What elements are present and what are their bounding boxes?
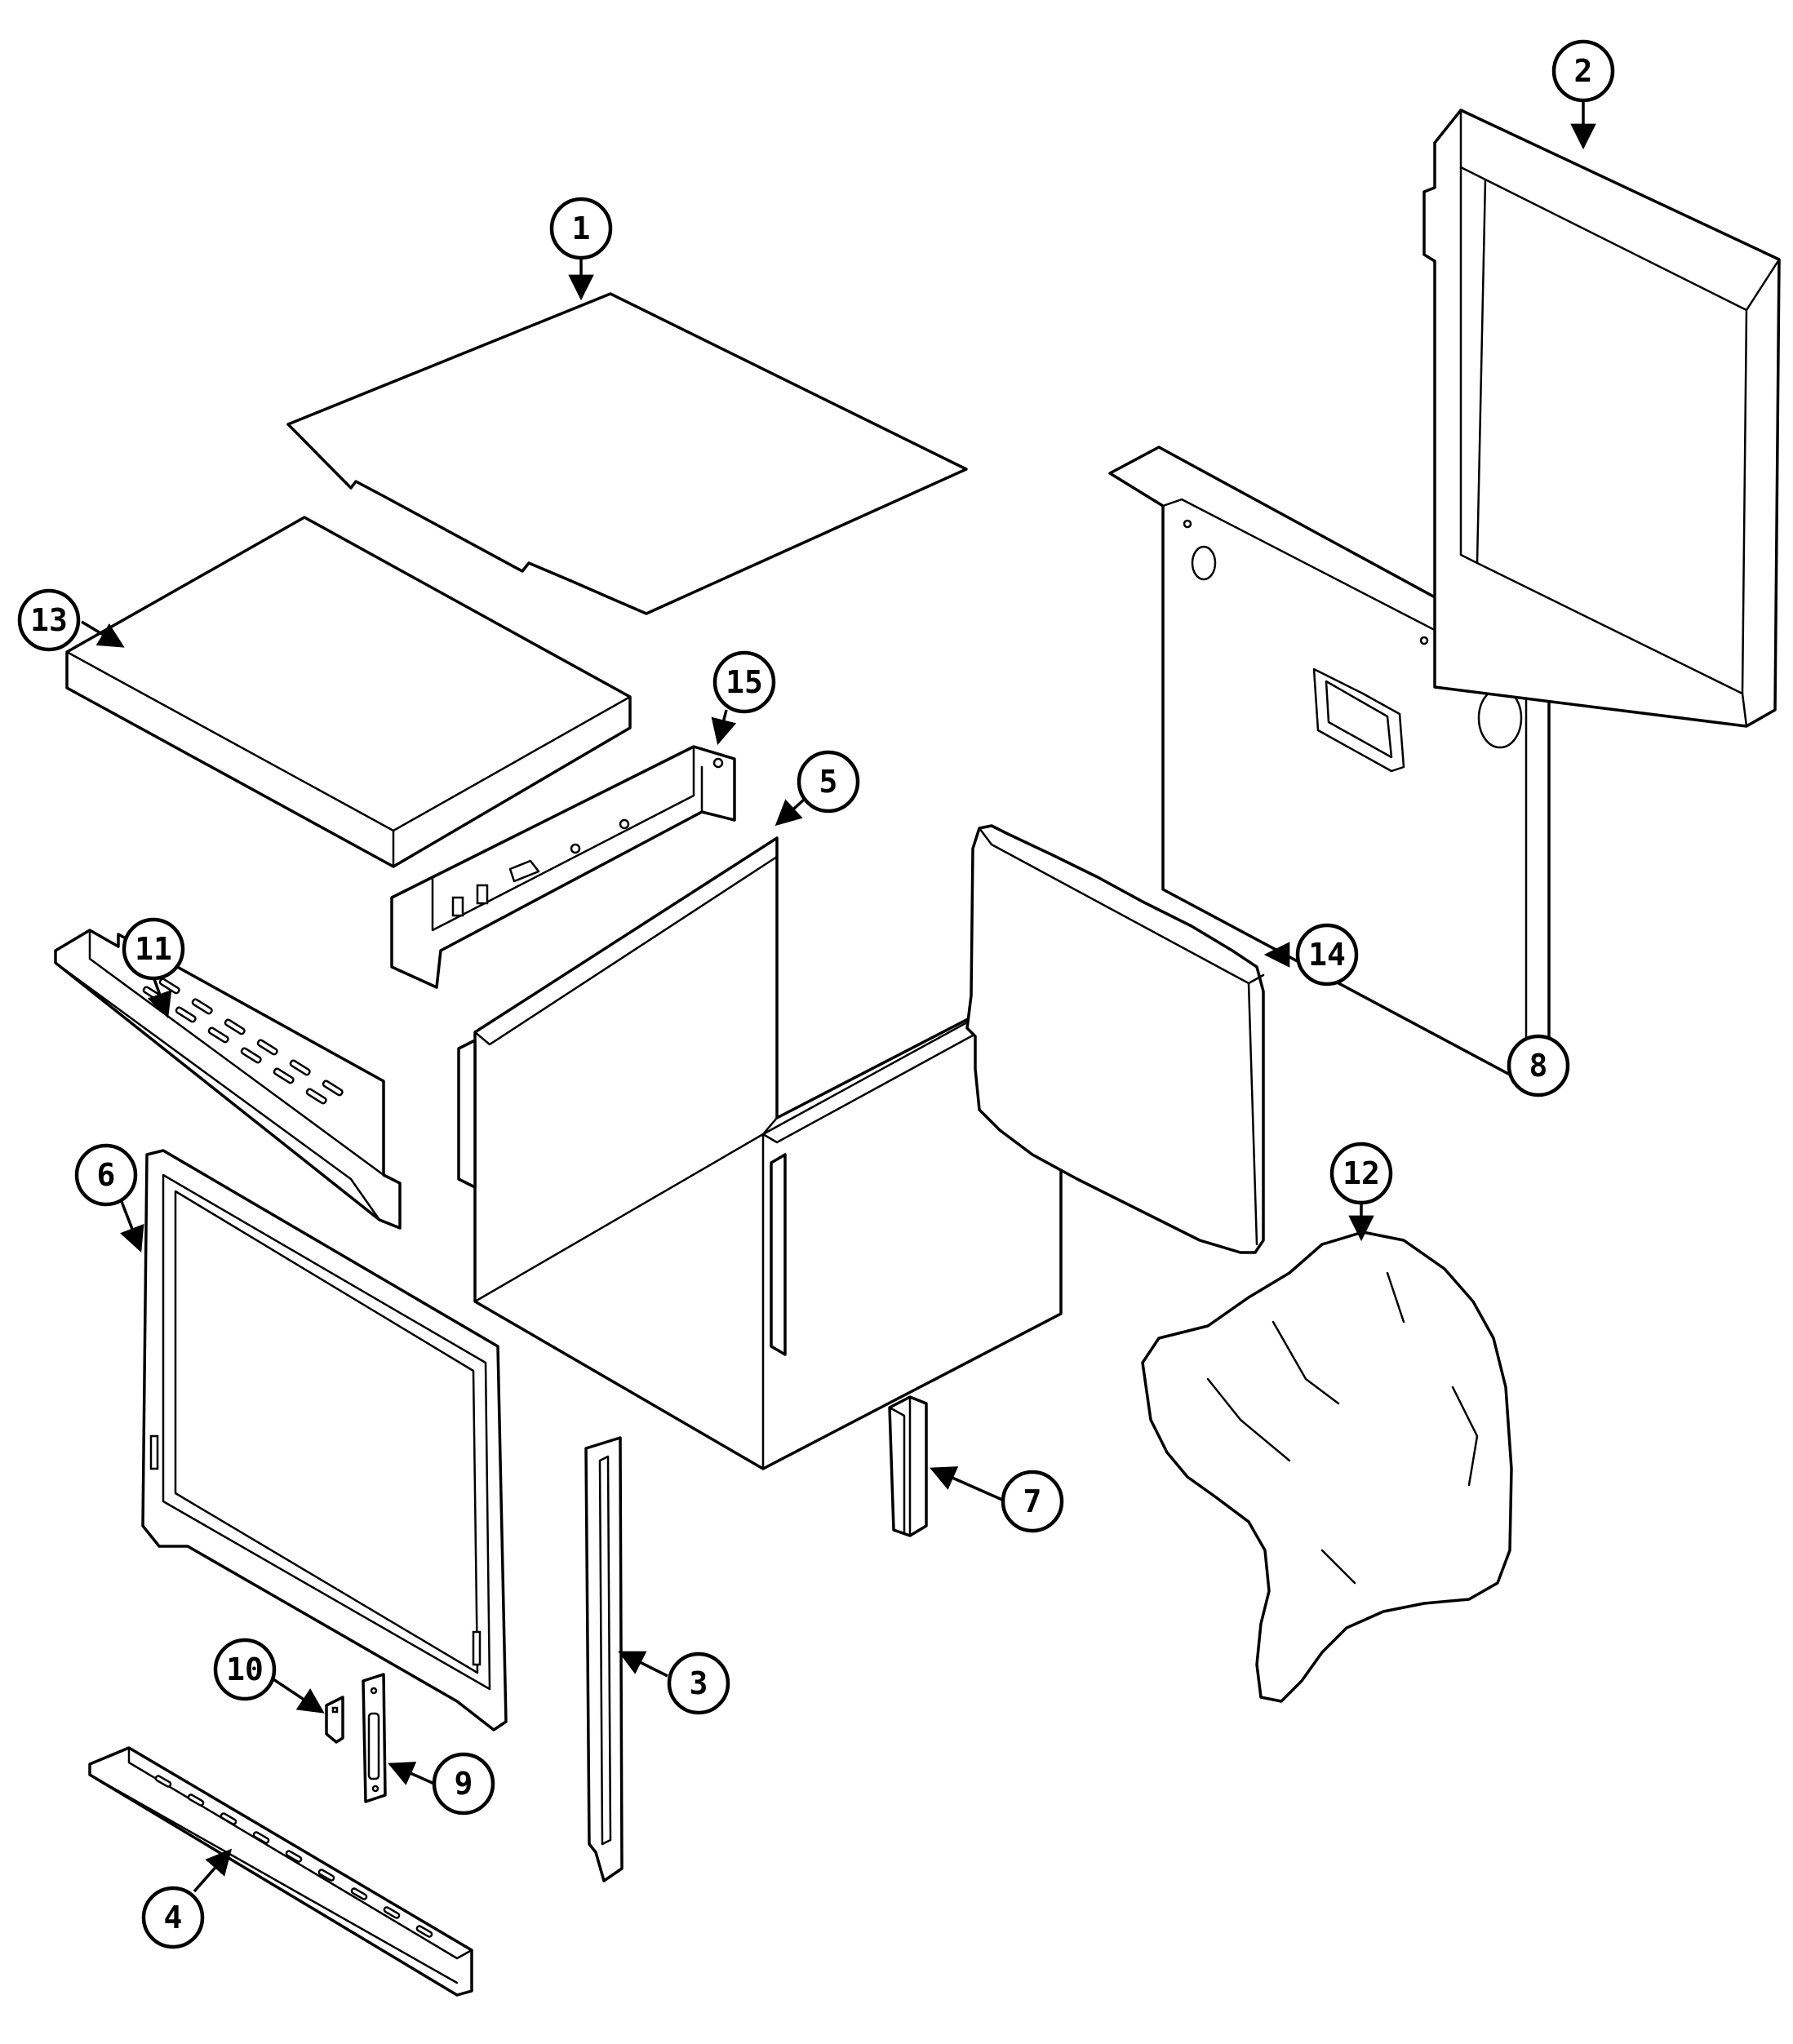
callout-1: 1: [549, 197, 613, 260]
svg-text:5: 5: [819, 764, 838, 800]
leader-5: [774, 798, 806, 827]
leader-15: [711, 709, 737, 746]
part-9-hinge-strip: [362, 1673, 387, 1803]
part-2-rear-frame: [1422, 109, 1781, 728]
part-13-insulation-block: [65, 516, 632, 868]
svg-text:10: 10: [226, 1652, 264, 1687]
svg-text:12: 12: [1343, 1155, 1380, 1191]
callout-14: 14: [1295, 923, 1359, 987]
svg-text:13: 13: [30, 602, 68, 638]
part-3-vertical-trim: [584, 1436, 624, 1882]
callout-9: 9: [432, 1752, 495, 1816]
svg-text:8: 8: [1529, 1048, 1548, 1084]
callout-12: 12: [1329, 1142, 1393, 1205]
callout-leaders: [81, 100, 1596, 1893]
part-10-clip: [325, 1696, 344, 1744]
part-15-bracket: [390, 745, 736, 989]
svg-text:1: 1: [572, 211, 591, 246]
svg-text:15: 15: [726, 664, 763, 700]
part-6-front-frame: [141, 1149, 508, 1731]
callout-5: 5: [797, 750, 860, 814]
callout-3: 3: [667, 1652, 730, 1715]
leader-9: [388, 1762, 435, 1785]
callout-13: 13: [17, 588, 81, 652]
callout-15: 15: [712, 650, 776, 714]
part-5-oven-box: [457, 836, 1063, 1470]
leader-3: [618, 1651, 668, 1678]
svg-text:7: 7: [1023, 1483, 1042, 1519]
callout-4: 4: [141, 1886, 205, 1949]
bottom-vent-slots: [154, 1775, 433, 1938]
part-1-top-panel: [286, 292, 968, 615]
leader-10: [270, 1676, 325, 1714]
svg-text:2: 2: [1574, 53, 1593, 89]
svg-text:9: 9: [455, 1766, 473, 1802]
callout-6: 6: [74, 1143, 138, 1207]
leader-6: [119, 1199, 144, 1253]
callout-2: 2: [1551, 39, 1615, 103]
callout-7: 7: [1001, 1470, 1064, 1533]
part-12-insulation-blanket: [1141, 1230, 1513, 1703]
svg-text:3: 3: [690, 1665, 708, 1701]
part-7-channel: [888, 1395, 928, 1537]
leader-13: [81, 620, 125, 648]
svg-text:14: 14: [1308, 937, 1346, 973]
part-14-insulation-pad: [965, 824, 1265, 1254]
svg-text:6: 6: [97, 1157, 116, 1193]
svg-text:4: 4: [164, 1900, 183, 1935]
callout-11: 11: [122, 917, 185, 981]
svg-text:11: 11: [135, 931, 172, 967]
callout-8: 8: [1507, 1034, 1570, 1097]
leader-4: [193, 1848, 233, 1893]
leader-7: [930, 1466, 1003, 1501]
part-4-bottom-strip: [88, 1746, 473, 1997]
callout-10: 10: [213, 1638, 277, 1701]
leader-11: [147, 976, 172, 1018]
